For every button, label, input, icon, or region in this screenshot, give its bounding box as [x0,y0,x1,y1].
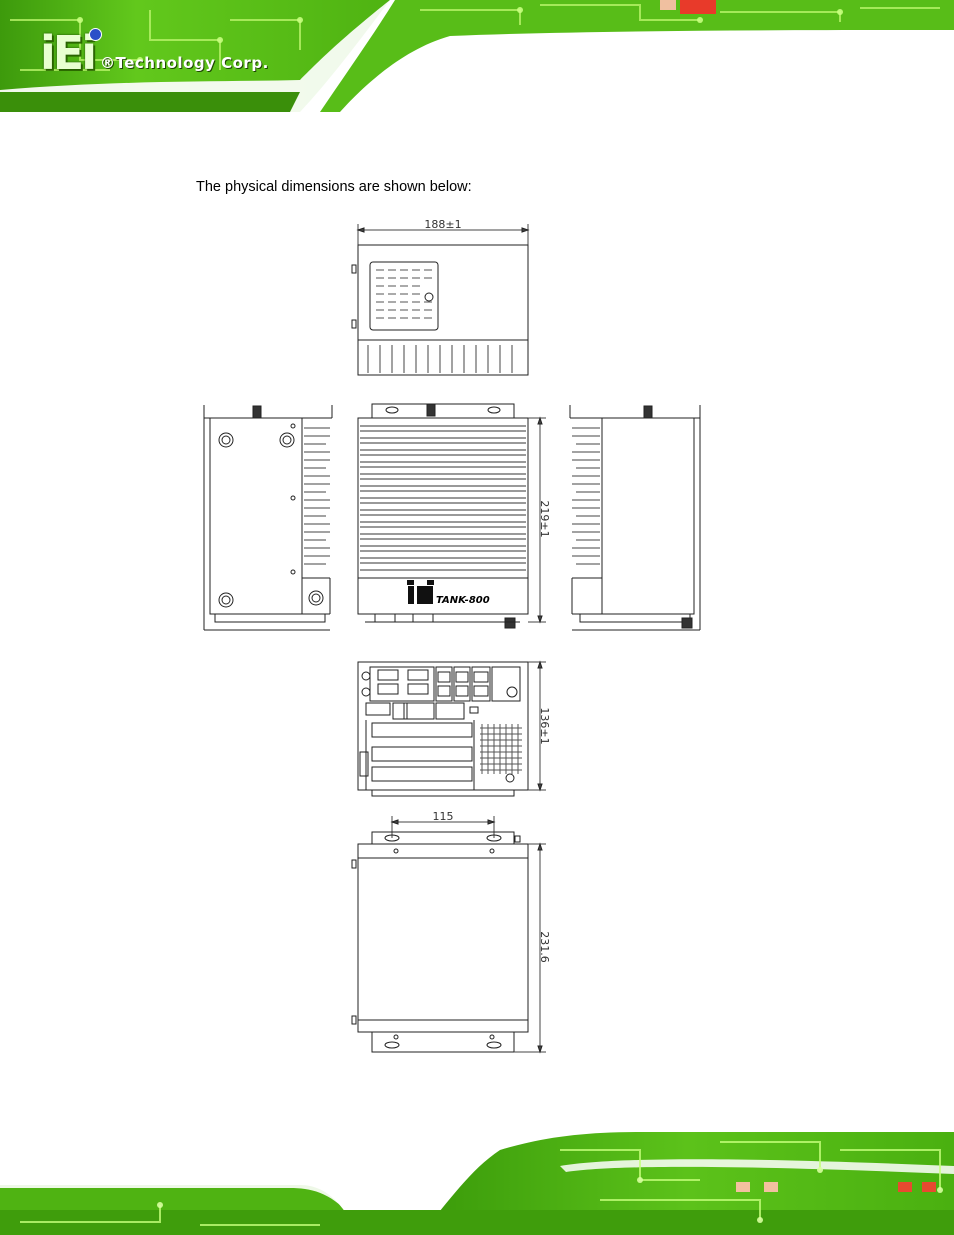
top-view: 188±1 [351,218,530,376]
left-side-view [203,405,333,631]
bottom-mount-width-dimension: 115 [433,810,454,823]
intro-paragraph: The physical dimensions are shown below: [196,179,472,195]
logo-letters: iEi [40,26,97,80]
front-model-label: TANK-800 [436,595,490,606]
rear-view: 136±1 [357,660,551,797]
rear-height-dimension: 136±1 [538,707,551,744]
bottom-view: 115 231.6 [351,810,551,1054]
footer-banner [0,1130,954,1235]
logo-dot-icon [89,28,102,41]
company-logo: iEi ®Technology Corp. [40,26,269,80]
footer-circuit-graphic [0,1132,954,1235]
front-view: TANK-800 219±1 [357,403,551,629]
logo-company-name: ®Technology Corp. [99,54,269,72]
dimension-drawing: 188±1 [203,218,701,1054]
bottom-height-dimension: 231.6 [538,931,551,963]
header-banner: iEi ®Technology Corp. [0,0,954,112]
front-height-dimension: 219±1 [538,500,551,537]
right-side-view [569,405,701,631]
top-width-dimension: 188±1 [424,218,461,231]
